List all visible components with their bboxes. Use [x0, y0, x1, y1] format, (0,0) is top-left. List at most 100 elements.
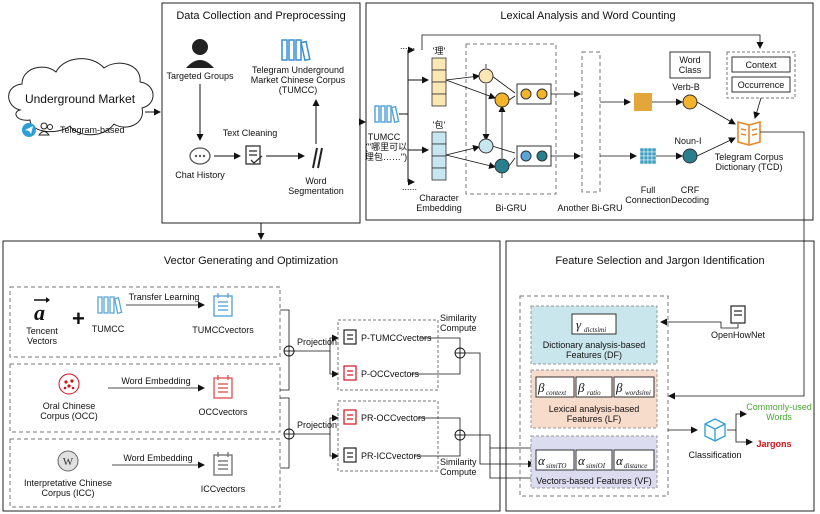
- alpha-sub-3: distance: [624, 462, 647, 470]
- beta-1: β: [537, 380, 545, 395]
- context-box: [731, 56, 791, 73]
- verb-b-label: Verb-B: [672, 82, 700, 92]
- vector-a-symbol: a: [34, 300, 45, 325]
- tumcc-book-icon: [374, 105, 400, 124]
- gold-square: [634, 93, 652, 111]
- gru-out2-a: [520, 150, 532, 162]
- char2-label: '包': [433, 119, 446, 130]
- row1-box: [9, 286, 281, 358]
- chat-history-label: Chat History: [175, 170, 225, 180]
- gru-node-b2: [494, 158, 510, 174]
- tumccvectors-icon: [213, 293, 233, 317]
- alpha-sub-2: simiOI: [586, 462, 606, 470]
- crf-1: CRF: [681, 185, 700, 195]
- text-cleaning-icon: [245, 145, 263, 165]
- gamma-sub: dictsimi: [584, 326, 606, 334]
- common-words-2: Words: [766, 412, 792, 422]
- occvectors-icon: [213, 375, 233, 399]
- char-emb-label-2: Embedding: [416, 203, 462, 213]
- gru-node-f2: [478, 138, 494, 154]
- classification-label: Classification: [688, 450, 741, 460]
- verb-b-node: [682, 94, 698, 110]
- text-cleaning-label: Text Cleaning: [223, 128, 278, 138]
- occurrence-label: Occurrence: [738, 80, 785, 90]
- context-label: Context: [745, 60, 777, 70]
- p-occ-label: P-OCCvectors: [361, 369, 420, 379]
- gru-node-b1: [494, 92, 510, 108]
- underground-title: Underground Market: [25, 92, 136, 106]
- lf-label-1: Lexical analysis-based: [549, 404, 640, 414]
- people-icon: [38, 122, 53, 136]
- lawc-tumcc-1: TUMCC: [368, 132, 401, 142]
- occvectors-label: OCCvectors: [198, 407, 248, 417]
- p-occ-icon: [343, 365, 357, 381]
- gru-out1-a: [520, 88, 532, 100]
- row3-box: [9, 438, 281, 508]
- features-group-box: [519, 295, 669, 497]
- similarity-2b: Compute: [440, 467, 477, 477]
- section-fsji-box: [505, 240, 815, 512]
- row2-box: [9, 363, 281, 433]
- openhownet-icon: [730, 305, 746, 324]
- similarity-node-1: [454, 347, 466, 359]
- occ-icon: [58, 373, 80, 395]
- section-vgo-box: [2, 240, 501, 512]
- pr-icc-label: PR-ICCvectors: [361, 451, 422, 461]
- pr-occ-label: PR-OCCvectors: [361, 413, 426, 423]
- tcd-book-icon: [737, 120, 761, 146]
- p-tumcc-icon: [343, 329, 357, 345]
- pr-occ-icon: [343, 409, 357, 425]
- corpus-label-3: (TUMCC): [279, 85, 318, 95]
- section-dcp-title: Data Collection and Preprocessing: [176, 10, 345, 22]
- word-class-box: [669, 51, 711, 79]
- telegram-icon: [22, 123, 36, 137]
- section-lawc-title: Lexical Analysis and Word Counting: [500, 10, 675, 22]
- df-symbol-box: [571, 313, 617, 335]
- p-group-box: [337, 319, 439, 391]
- section-fsji-title: Feature Selection and Jargon Identificat…: [555, 255, 764, 267]
- beta-sub-3: wordsimi: [625, 389, 651, 397]
- gru-out1-b: [536, 88, 548, 100]
- lawc-tumcc-2: ("哪里可以: [365, 142, 407, 152]
- word-seg-label-2: Segmentation: [288, 186, 344, 196]
- word-seg-label-1: Word: [305, 176, 326, 186]
- dots-top: ......: [400, 41, 415, 51]
- char1-embedding-bar: [431, 57, 447, 107]
- pr-icc-icon: [343, 447, 357, 463]
- word-class-2: Class: [679, 65, 702, 75]
- beta-sub-2: ratio: [587, 389, 601, 397]
- lf-sym-box-1: [535, 376, 575, 398]
- char1-label: '理': [433, 46, 446, 56]
- underground-cloud: [8, 58, 154, 136]
- tcd-label-1: Telegram Corpus: [715, 152, 784, 162]
- tencent-1: Tencent: [26, 326, 58, 336]
- gamma-symbol: γ: [576, 317, 582, 332]
- alpha-1: α: [538, 453, 546, 468]
- df-label-1: Dictionary analysis-based: [543, 340, 646, 350]
- vf-label: Vectors-based Features (VF): [536, 476, 652, 486]
- section-vgo-title: Vector Generating and Optimization: [164, 255, 338, 267]
- svg-text:W: W: [63, 456, 74, 468]
- projection-node-1: [283, 345, 295, 357]
- lf-sym-box-2: [575, 376, 613, 398]
- gru-node-f1: [478, 68, 494, 84]
- corpus-book-icon: [281, 39, 311, 62]
- iccvectors-label: ICCvectors: [201, 484, 246, 494]
- lf-sym-box-3: [613, 376, 655, 398]
- wikipedia-icon: W: [57, 450, 79, 472]
- projection-node-2: [283, 428, 295, 440]
- crf-2: Decoding: [671, 195, 709, 205]
- beta-3: β: [615, 380, 623, 395]
- vf-sym-box-2: [575, 449, 613, 471]
- tencent-2: Vectors: [27, 336, 58, 346]
- word-seg-icon: [312, 147, 323, 169]
- gru-out2-b: [536, 150, 548, 162]
- similarity-node-2: [454, 429, 466, 441]
- pr-group-box: [337, 400, 439, 472]
- occ-1: Oral Chinese: [43, 401, 96, 411]
- word-emb-label-2: Word Embedding: [123, 453, 192, 463]
- tumccvectors-label: TUMCCvectors: [192, 325, 254, 335]
- vf-sym-box-3: [613, 449, 655, 471]
- chat-history-icon: [189, 147, 211, 165]
- lawc-tumcc-3: 理包……"): [365, 151, 407, 162]
